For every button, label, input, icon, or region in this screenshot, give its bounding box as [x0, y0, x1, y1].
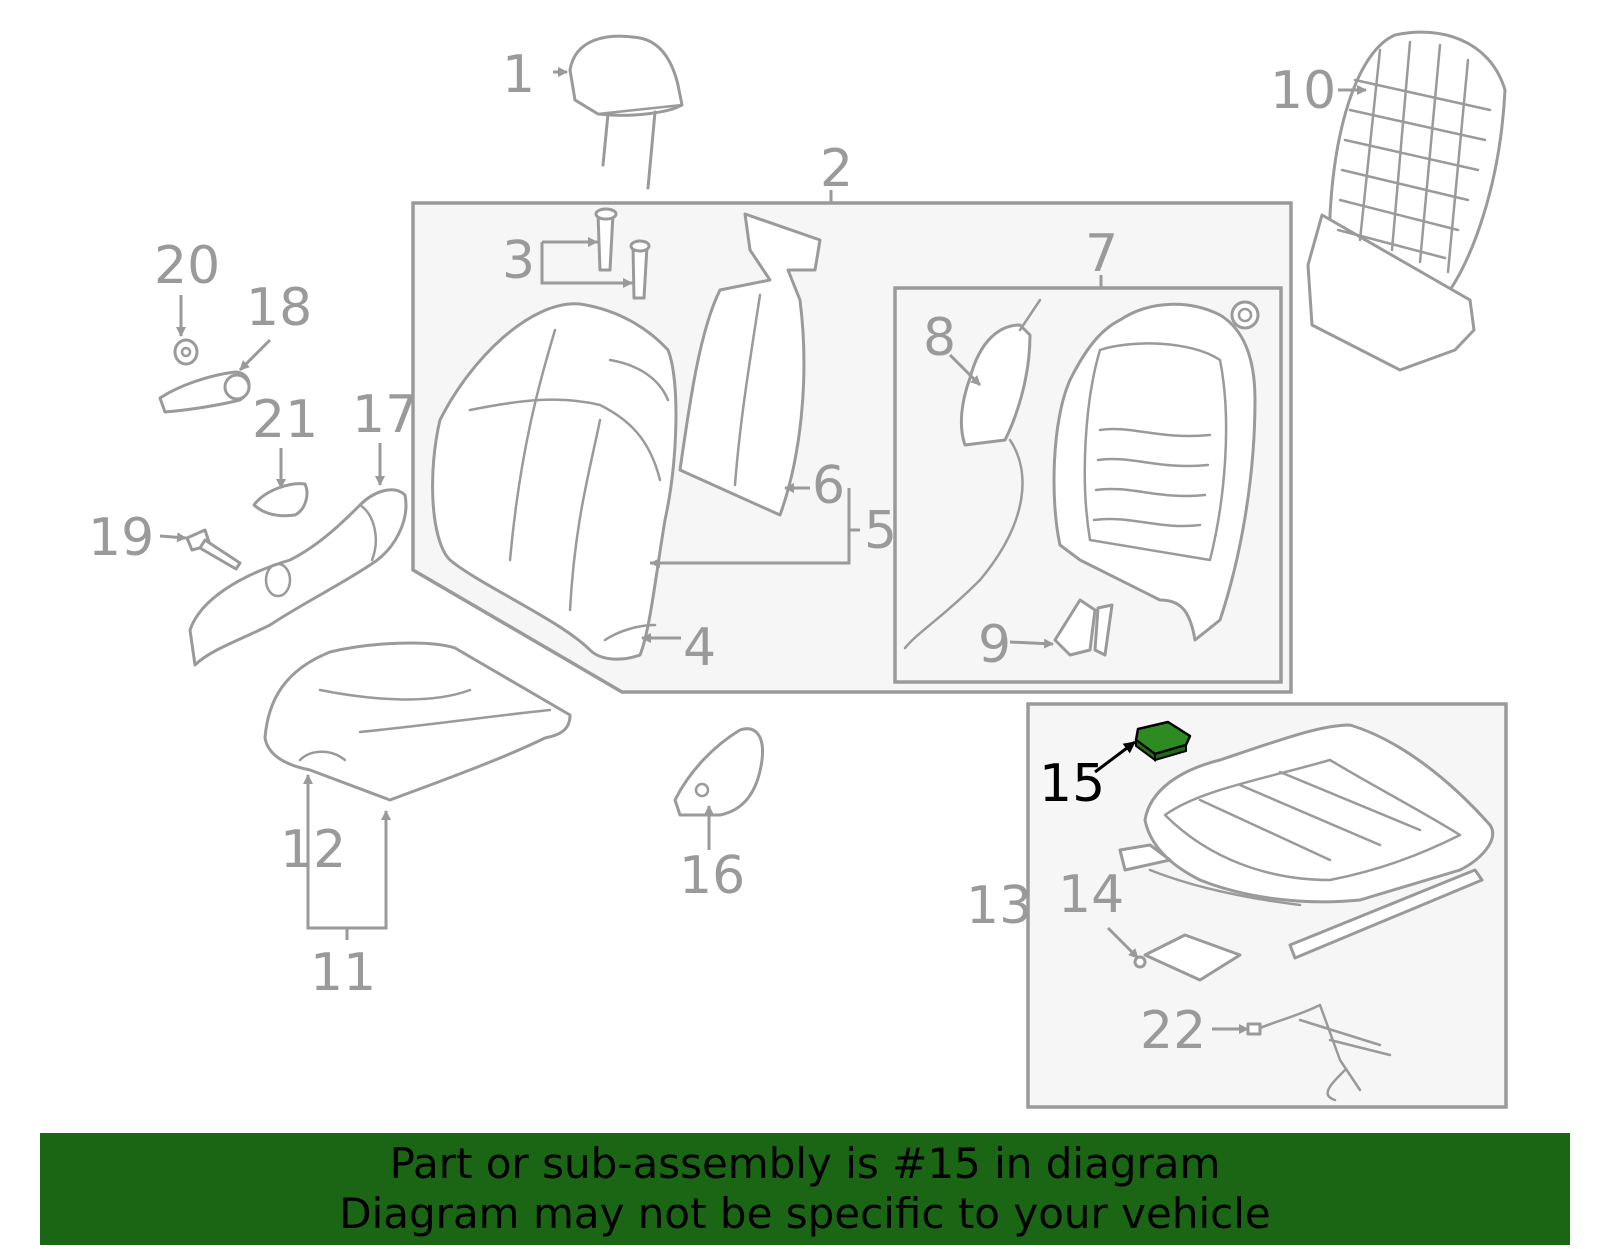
banner-line-1: Part or sub-assembly is #15 in diagram	[389, 1139, 1221, 1188]
banner-line-2: Diagram may not be specific to your vehi…	[339, 1189, 1271, 1238]
callout-19: 19	[88, 508, 154, 568]
callout-22: 22	[1140, 1001, 1206, 1061]
callout-15[interactable]: 15	[1039, 754, 1105, 814]
callout-3: 3	[502, 231, 535, 291]
callout-10: 10	[1270, 61, 1336, 121]
callout-9: 9	[978, 615, 1011, 675]
back-pad-part-6[interactable]	[678, 212, 822, 517]
callout-7: 7	[1085, 224, 1118, 284]
side-airbag-part-8[interactable]	[903, 298, 1042, 650]
leader-lines	[159, 67, 1367, 1034]
callout-16: 16	[679, 846, 745, 906]
screw-part-19[interactable]	[185, 528, 242, 571]
callout-17: 17	[352, 385, 418, 445]
seat-back-frame-part-7[interactable]	[1052, 300, 1260, 642]
callout-8: 8	[923, 308, 956, 368]
callout-21: 21	[252, 390, 318, 450]
seat-cushion-part-12[interactable]	[263, 641, 572, 802]
callout-6: 6	[812, 456, 845, 516]
bracket-part-9[interactable]	[1053, 598, 1114, 657]
callout-20: 20	[154, 236, 220, 296]
module-part-14[interactable]	[1133, 933, 1242, 982]
callout-2: 2	[820, 139, 853, 199]
headrest-guides-part-3[interactable]	[594, 207, 651, 300]
info-banner: Part or sub-assembly is #15 in diagram D…	[40, 1133, 1570, 1245]
callout-11: 11	[310, 943, 376, 1003]
callout-13: 13	[966, 876, 1032, 936]
seat-track-part-13[interactable]	[1118, 723, 1495, 960]
side-shield-part-17[interactable]	[188, 488, 408, 667]
knob-part-21[interactable]	[252, 482, 309, 518]
callout-4: 4	[683, 618, 716, 678]
callout-1: 1	[502, 45, 535, 105]
callout-5: 5	[864, 501, 897, 561]
clip-part-20[interactable]	[173, 338, 199, 366]
callout-18: 18	[246, 278, 312, 338]
callout-12: 12	[280, 820, 346, 880]
module-part-15-highlight[interactable]	[1134, 720, 1192, 762]
cover-part-16[interactable]	[673, 727, 765, 817]
seat-back-panel-part-10[interactable]	[1306, 30, 1507, 372]
callout-14: 14	[1058, 865, 1124, 925]
headrest-part-1[interactable]	[568, 34, 684, 190]
lever-part-18[interactable]	[158, 370, 251, 414]
